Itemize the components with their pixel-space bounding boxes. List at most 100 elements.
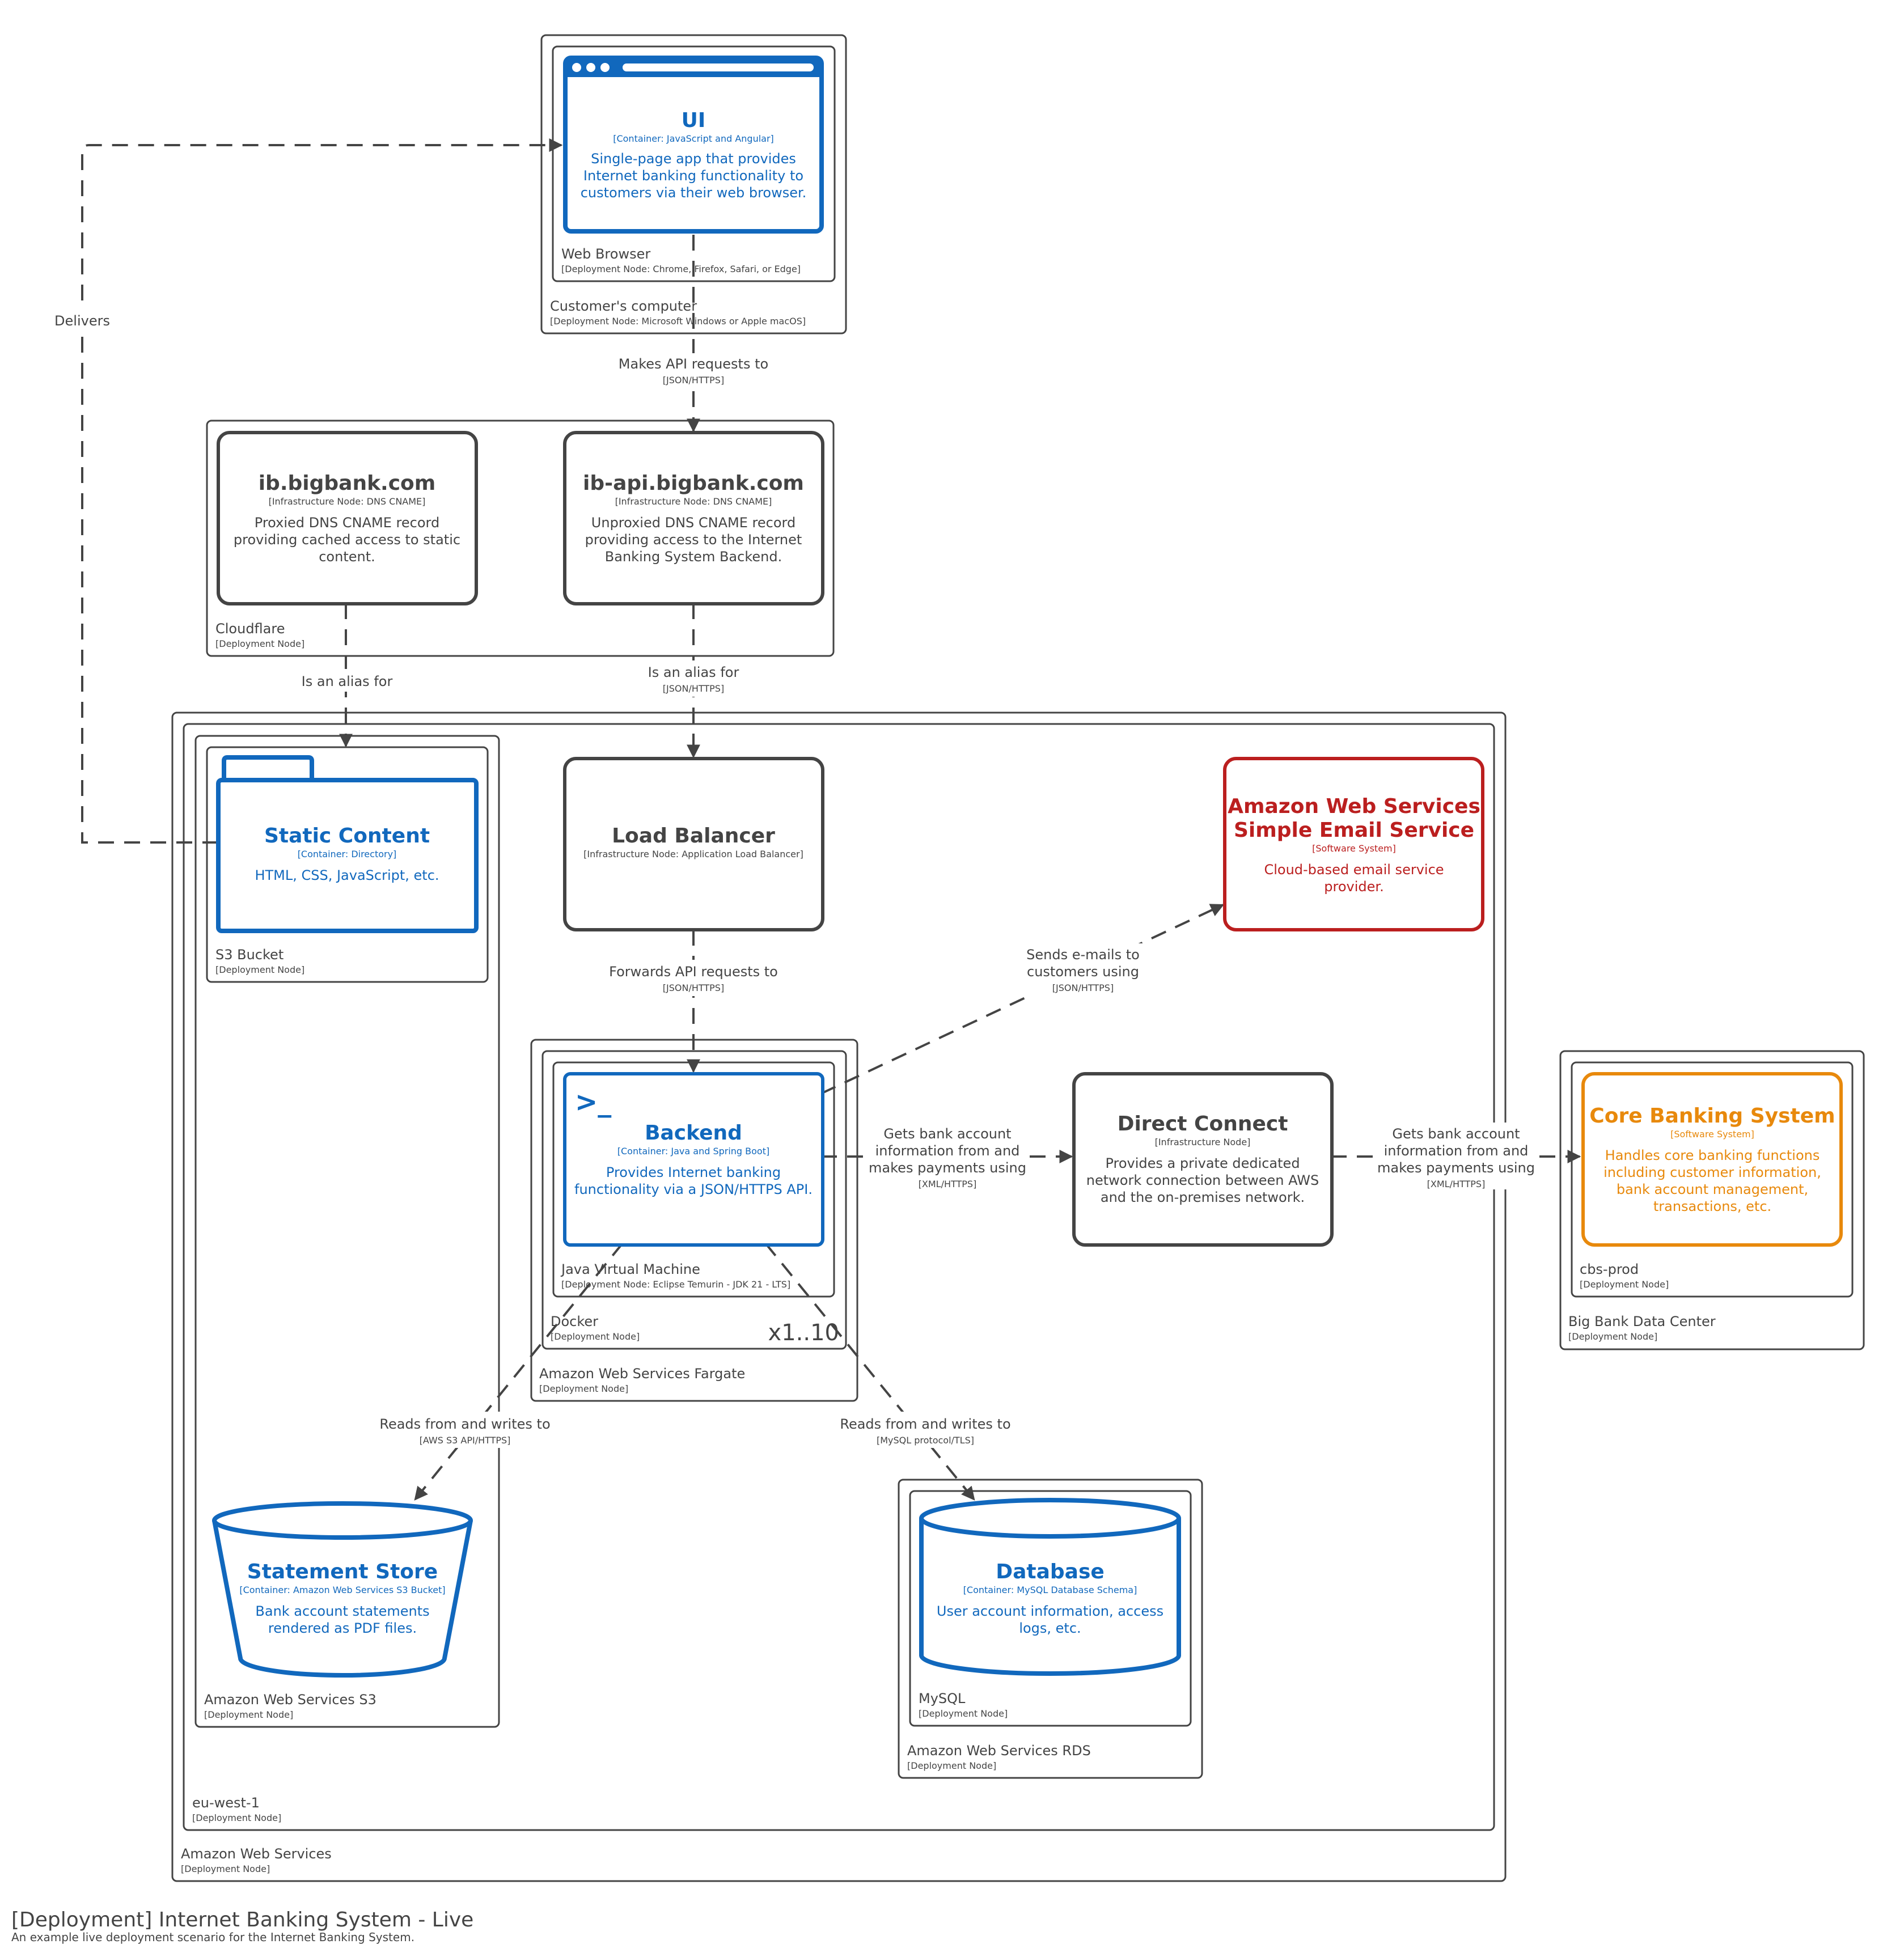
browser-address-bar <box>623 63 814 71</box>
static-name: Static Content <box>264 824 430 848</box>
s3-label: Amazon Web Services S3 <box>204 1692 376 1708</box>
static-content-container: Static Content [Container: Directory] HT… <box>216 755 479 933</box>
lb-tech: [Infrastructure Node: Application Load B… <box>583 849 803 859</box>
ib-name: ib.bigbank.com <box>259 472 436 495</box>
cbs-desc-3: bank account management, <box>1617 1181 1808 1197</box>
ui-container: UI [Container: JavaScript and Angular] S… <box>563 56 824 234</box>
s3-tech: [Deployment Node] <box>204 1709 293 1720</box>
reads-db-tech: [MySQL protocol/TLS] <box>877 1435 974 1446</box>
bucket-icon <box>212 1520 473 1678</box>
load-balancer-node: Load Balancer [Infrastructure Node: Appl… <box>563 757 824 931</box>
aws-label: Amazon Web Services <box>181 1846 332 1862</box>
ses-system: Amazon Web Services Simple Email Service… <box>1223 757 1484 931</box>
backend-desc-1: Provides Internet banking <box>606 1164 781 1180</box>
sends-email-tech: [JSON/HTTPS] <box>1052 982 1114 993</box>
jvm-label: Java Virtual Machine <box>560 1261 700 1277</box>
lb-name: Load Balancer <box>612 824 775 848</box>
ui-desc-1: Single-page app that provides <box>591 151 796 167</box>
terminal-icon: >_ <box>575 1086 611 1118</box>
gets-bank2-tech: [XML/HTTPS] <box>1427 1179 1486 1189</box>
ib-bigbank-node: ib.bigbank.com [Infrastructure Node: DNS… <box>217 431 478 605</box>
cbs-desc-4: transactions, etc. <box>1653 1198 1771 1214</box>
sends-email-label-2: customers using <box>1027 964 1139 980</box>
ib-desc-1: Proxied DNS CNAME record <box>255 515 439 531</box>
bigbank-dc-tech: [Deployment Node] <box>1568 1331 1657 1342</box>
web-browser-node <box>552 45 836 282</box>
docker-node <box>541 1050 847 1350</box>
ses-tech: [Software System] <box>1312 843 1396 854</box>
gets-bank2-label-3: makes payments using <box>1377 1160 1535 1176</box>
backend-name: Backend <box>645 1121 742 1145</box>
ses-name-2: Simple Email Service <box>1234 819 1474 842</box>
aws-tech: [Deployment Node] <box>181 1863 270 1874</box>
rds-label: Amazon Web Services RDS <box>907 1743 1091 1759</box>
web-browser-tech: [Deployment Node: Chrome, Firefox, Safar… <box>561 264 801 274</box>
s3-bucket-label: S3 Bucket <box>215 947 284 963</box>
gets-bank2-label-2: information from and <box>1384 1143 1529 1159</box>
db-desc-1: User account information, access <box>937 1603 1163 1619</box>
rds-node <box>898 1479 1203 1779</box>
cbs-name: Core Banking System <box>1589 1104 1835 1128</box>
alias-api-tech: [JSON/HTTPS] <box>663 683 724 694</box>
stmt-tech: [Container: Amazon Web Services S3 Bucke… <box>239 1585 445 1595</box>
cloudflare-label: Cloudflare <box>215 621 285 637</box>
docker-instances: x1..10 <box>768 1320 839 1346</box>
browser-dot-icon <box>586 63 595 72</box>
ibapi-tech: [Infrastructure Node: DNS CNAME] <box>615 496 772 507</box>
aws-node <box>171 711 1507 1882</box>
database-container: Database [Container: MySQL Database Sche… <box>919 1498 1181 1676</box>
dc-desc-3: and the on-premises network. <box>1101 1189 1305 1205</box>
ses-desc-2: provider. <box>1324 879 1383 895</box>
mysql-node <box>909 1490 1192 1727</box>
diagram-subtitle: An example live deployment scenario for … <box>11 1930 414 1944</box>
ui-desc-3: customers via their web browser. <box>581 185 807 201</box>
bigbank-dc-node <box>1559 1050 1865 1350</box>
customer-computer-label: Customer's computer <box>550 298 697 314</box>
mysql-tech: [Deployment Node] <box>919 1708 1008 1719</box>
cbs-prod-tech: [Deployment Node] <box>1580 1279 1669 1290</box>
dc-desc-1: Provides a private dedicated <box>1105 1155 1300 1171</box>
jvm-tech: [Deployment Node: Eclipse Temurin - JDK … <box>561 1279 790 1290</box>
cbs-prod-node <box>1571 1061 1854 1298</box>
forwards-tech: [JSON/HTTPS] <box>663 982 724 993</box>
delivers-line <box>81 138 563 844</box>
ib-desc-2: providing cached access to static <box>234 532 460 548</box>
gets-bank1-tech: [XML/HTTPS] <box>919 1179 977 1189</box>
static-tech: [Container: Directory] <box>298 849 397 859</box>
static-desc-1: HTML, CSS, JavaScript, etc. <box>255 867 439 883</box>
dc-desc-2: network connection between AWS <box>1086 1172 1319 1188</box>
ibapi-name: ib-api.bigbank.com <box>583 472 804 495</box>
cbs-desc-2: including customer information, <box>1603 1164 1821 1180</box>
alias-api-label: Is an alias for <box>648 664 739 680</box>
reads-db-label: Reads from and writes to <box>840 1416 1010 1432</box>
folder-icon <box>222 755 314 780</box>
ib-api-bigbank-node: ib-api.bigbank.com [Infrastructure Node:… <box>563 431 824 605</box>
backend-tech: [Container: Java and Spring Boot] <box>617 1146 769 1157</box>
sends-email-line <box>820 904 1225 1095</box>
ibapi-desc-3: Banking System Backend. <box>605 549 782 565</box>
ibapi-desc-2: providing access to the Internet <box>585 532 802 548</box>
backend-container: >_ Backend [Container: Java and Spring B… <box>563 1072 824 1247</box>
db-desc-2: logs, etc. <box>1019 1620 1081 1636</box>
stmt-desc-1: Bank account statements <box>255 1603 429 1619</box>
delivers-label: Delivers <box>54 313 110 329</box>
cloudflare-node <box>206 420 835 657</box>
cbs-prod-label: cbs-prod <box>1580 1261 1639 1277</box>
cbs-tech: [Software System] <box>1670 1129 1754 1140</box>
db-name: Database <box>996 1560 1105 1583</box>
backend-desc-2: functionality via a JSON/HTTPS API. <box>574 1181 813 1197</box>
gets-bank2-label-1: Gets bank account <box>1392 1126 1520 1142</box>
reads-db-line <box>764 1242 975 1501</box>
customer-computer-tech: [Deployment Node: Microsoft Windows or A… <box>550 316 806 327</box>
mysql-label: MySQL <box>919 1691 966 1706</box>
cylinder-icon <box>919 1518 1181 1676</box>
direct-connect-node: Direct Connect [Infrastructure Node] Pro… <box>1072 1072 1334 1247</box>
ses-desc-1: Cloud-based email service <box>1264 862 1444 878</box>
stmt-desc-2: rendered as PDF files. <box>268 1620 417 1636</box>
docker-label: Docker <box>551 1314 598 1329</box>
docker-tech: [Deployment Node] <box>551 1331 640 1342</box>
fargate-tech: [Deployment Node] <box>539 1383 628 1394</box>
rds-tech: [Deployment Node] <box>907 1760 996 1771</box>
dc-tech: [Infrastructure Node] <box>1155 1137 1251 1147</box>
eu-west-1-node <box>183 723 1495 1831</box>
